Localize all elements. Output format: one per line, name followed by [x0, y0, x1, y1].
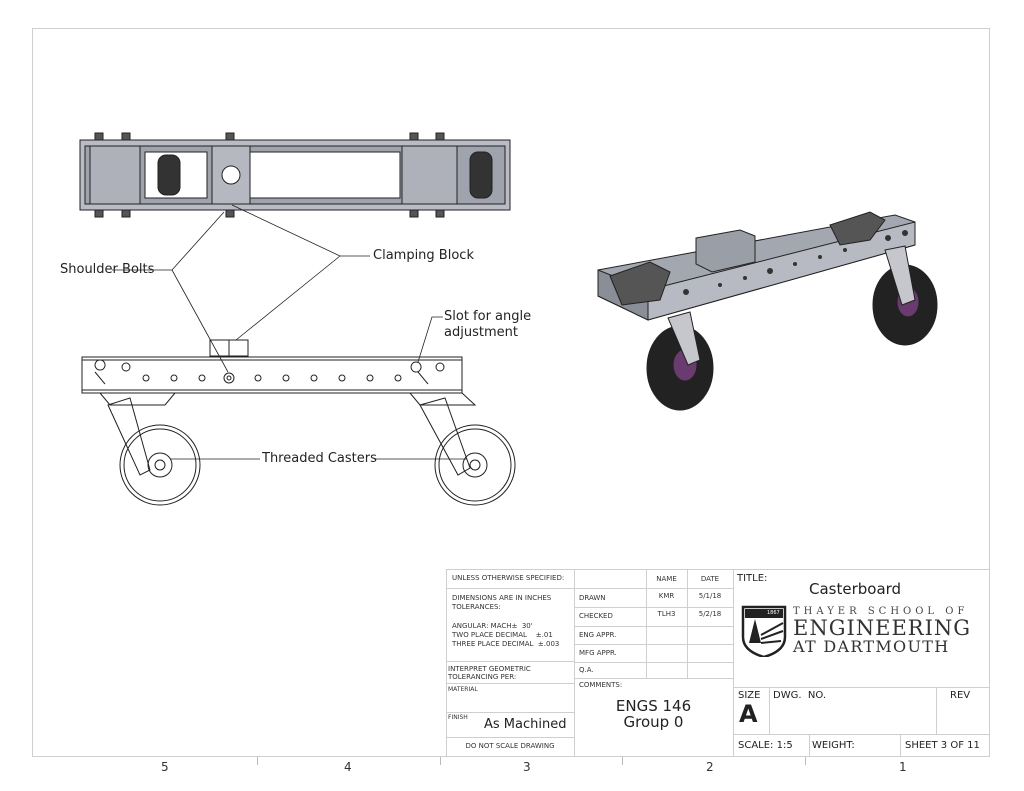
- two-place-tolerance: TWO PLACE DECIMAL ±.01: [452, 631, 553, 639]
- callout-clamping-block: Clamping Block: [373, 248, 474, 263]
- dimensions-note: DIMENSIONS ARE IN INCHES: [452, 594, 552, 602]
- zone-3: 3: [523, 760, 531, 774]
- isometric-view: [597, 211, 938, 411]
- zone-2: 2: [706, 760, 714, 774]
- callout-threaded-casters: Threaded Casters: [262, 451, 377, 466]
- tolerances-label: TOLERANCES:: [452, 603, 501, 611]
- unless-specified-label: UNLESS OTHERWISE SPECIFIED:: [452, 574, 565, 582]
- callout-shoulder-bolts: Shoulder Bolts: [60, 262, 155, 277]
- logo-year: 1867: [767, 610, 780, 616]
- row-label-drawn: DRAWN: [579, 594, 606, 602]
- title-label: TITLE:: [737, 573, 768, 584]
- row-label-qa: Q.A.: [579, 666, 594, 674]
- scale-label: SCALE: 1:5: [738, 740, 793, 751]
- drawn-date: 5/1/18: [698, 592, 722, 600]
- dartmouth-shield-icon: [741, 605, 787, 657]
- sheet-number: SHEET 3 OF 11: [905, 740, 980, 751]
- three-place-tolerance: THREE PLACE DECIMAL ±.003: [452, 640, 560, 648]
- leader-lines: [112, 204, 467, 460]
- weight-label: WEIGHT:: [812, 740, 855, 751]
- name-header: NAME: [656, 575, 677, 583]
- row-label-checked: CHECKED: [579, 612, 613, 620]
- zone-1: 1: [899, 760, 907, 774]
- logo-line1: THAYER SCHOOL OF: [793, 606, 969, 617]
- side-view: [81, 339, 516, 506]
- zone-divider: [805, 757, 806, 765]
- zone-divider: [257, 757, 258, 765]
- drawn-name: KMR: [658, 592, 675, 600]
- top-view: [79, 132, 511, 218]
- zone-divider: [440, 757, 441, 765]
- size-label: SIZE: [738, 690, 761, 701]
- zone-5: 5: [161, 760, 169, 774]
- callout-slot-line1: Slot for angle: [444, 309, 532, 324]
- material-label: MATERIAL: [448, 686, 478, 693]
- rev-label: REV: [950, 690, 971, 701]
- checked-date: 5/2/18: [698, 610, 722, 618]
- thayer-logo: 1867 THAYER SCHOOL OF ENGINEERING AT DAR…: [741, 605, 991, 665]
- checked-name: TLH3: [657, 610, 676, 618]
- zone-divider: [622, 757, 623, 765]
- do-not-scale: DO NOT SCALE DRAWING: [465, 742, 555, 750]
- zone-4: 4: [344, 760, 352, 774]
- row-label-mfg-appr: MFG APPR.: [579, 649, 617, 657]
- interpret-line2: TOLERANCING PER:: [448, 673, 517, 681]
- date-header: DATE: [700, 575, 720, 583]
- comments-line2: Group 0: [623, 713, 684, 731]
- comments-text: ENGS 146 Group 0: [574, 698, 733, 730]
- comments-label: COMMENTS:: [579, 681, 623, 689]
- row-label-eng-appr: ENG APPR.: [579, 631, 617, 639]
- logo-line2: ENGINEERING: [793, 616, 972, 640]
- dwg-no-label: DWG. NO.: [773, 690, 826, 701]
- angular-tolerance: ANGULAR: MACH± 30': [452, 622, 533, 630]
- interpret-line1: INTERPRET GEOMETRIC: [448, 665, 531, 673]
- finish-label: FINISH: [448, 714, 468, 721]
- drawing-title: Casterboard: [809, 580, 902, 598]
- size-value: A: [739, 700, 758, 728]
- logo-line3: AT DARTMOUTH: [793, 637, 950, 656]
- finish-value: As Machined: [484, 717, 567, 732]
- comments-line1: ENGS 146: [615, 697, 692, 715]
- callout-slot-line2: adjustment: [444, 325, 518, 340]
